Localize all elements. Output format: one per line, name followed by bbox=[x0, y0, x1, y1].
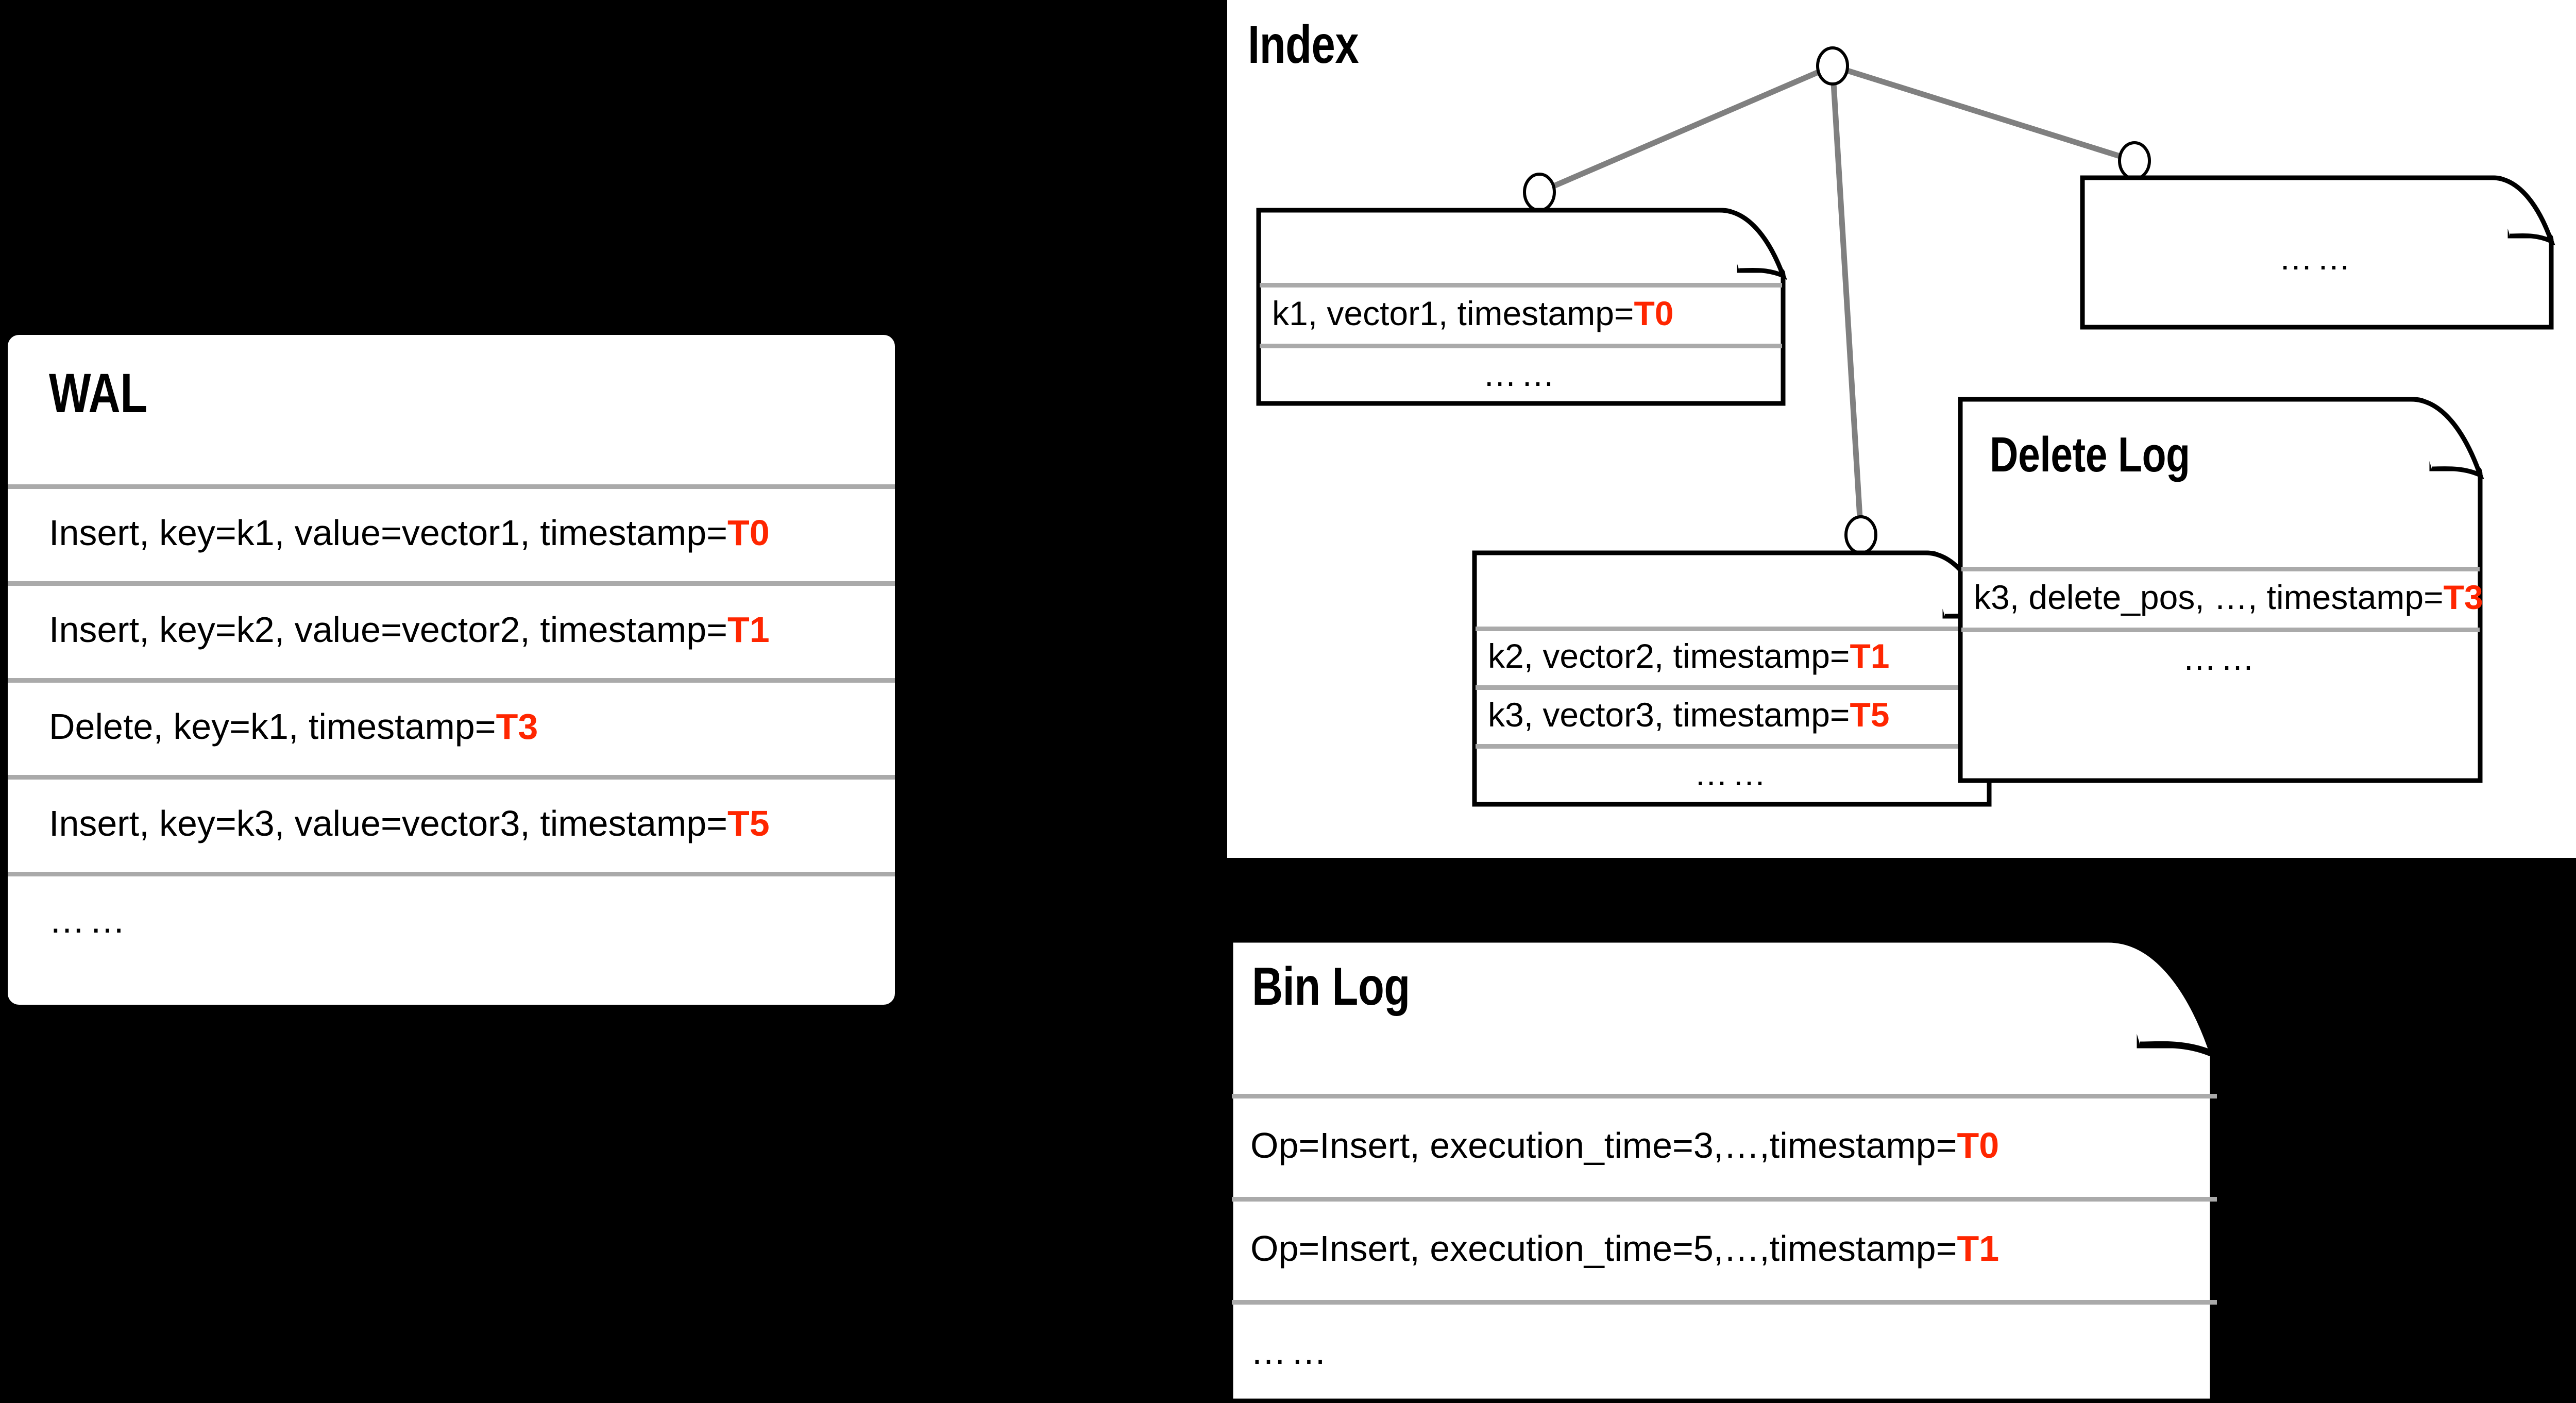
delete-log-row-ellipsis: …… bbox=[1961, 628, 2480, 688]
row-divider bbox=[1961, 628, 2480, 632]
wal-row[interactable]: Insert, key=k3, value=vector3, timestamp… bbox=[8, 775, 895, 872]
delete-log-title: Delete Log bbox=[1990, 427, 2190, 482]
wal-row-timestamp: T5 bbox=[727, 803, 770, 843]
wal-panel: WAL Insert, key=k1, value=vector1, times… bbox=[8, 335, 895, 1005]
row-divider bbox=[8, 678, 895, 683]
tree-node-root bbox=[1816, 46, 1849, 86]
row-divider bbox=[1232, 1300, 2217, 1305]
row-divider bbox=[1232, 1094, 2217, 1098]
segment-row-text: k1, vector1, timestamp= bbox=[1272, 294, 1634, 332]
dog-ear-fold-icon bbox=[2492, 175, 2555, 246]
dog-ear-fold-icon bbox=[1719, 208, 1787, 280]
document-shape bbox=[2080, 175, 2555, 330]
segment-row[interactable]: k1, vector1, timestamp=T0 bbox=[1260, 283, 1782, 344]
wal-row-text: Delete, key=k1, timestamp= bbox=[49, 706, 496, 747]
segment-row-timestamp: T5 bbox=[1850, 696, 1890, 734]
row-divider bbox=[8, 775, 895, 780]
bin-log-card[interactable]: Bin Log Op=Insert, execution_time=3,…,ti… bbox=[1226, 936, 2222, 1403]
delete-log-card[interactable]: Delete Log k3, delete_pos, …, timestamp=… bbox=[1958, 397, 2484, 783]
wal-row-text: Insert, key=k1, value=vector1, timestamp… bbox=[49, 513, 728, 553]
index-segment-k2-k3[interactable]: k2, vector2, timestamp=T1 k3, vector3, t… bbox=[1472, 550, 1993, 807]
wal-row-ellipsis: …… bbox=[8, 872, 895, 969]
row-divider bbox=[1476, 627, 1989, 631]
bin-log-row-text: Op=Insert, execution_time=5,…,timestamp= bbox=[1250, 1228, 1957, 1269]
segment-row-ellipsis: …… bbox=[1260, 344, 1782, 404]
bin-log-row-list: Op=Insert, execution_time=3,…,timestamp=… bbox=[1232, 1094, 2217, 1403]
segment-row-text: k2, vector2, timestamp= bbox=[1488, 637, 1850, 675]
wal-row[interactable]: Insert, key=k2, value=vector2, timestamp… bbox=[8, 581, 895, 678]
row-divider bbox=[1476, 744, 1989, 749]
bin-log-row-text: Op=Insert, execution_time=3,…,timestamp= bbox=[1250, 1125, 1957, 1165]
wal-row-list: Insert, key=k1, value=vector1, timestamp… bbox=[8, 484, 895, 969]
segment-row-timestamp: T0 bbox=[1634, 294, 1674, 332]
delete-log-row-list: k3, delete_pos, …, timestamp=T3 …… bbox=[1961, 567, 2483, 688]
bin-log-row[interactable]: Op=Insert, execution_time=5,…,timestamp=… bbox=[1232, 1197, 2217, 1300]
document-shape bbox=[1958, 397, 2484, 783]
row-divider bbox=[8, 484, 895, 489]
index-panel: Index k1, vector1, timestamp=T0 bbox=[1227, 0, 2576, 858]
delete-log-row-text: k3, delete_pos, …, timestamp= bbox=[1974, 578, 2444, 616]
delete-log-row[interactable]: k3, delete_pos, …, timestamp=T3 bbox=[1961, 567, 2483, 628]
bin-log-title: Bin Log bbox=[1252, 957, 1410, 1017]
segment-row-ellipsis: …… bbox=[1476, 744, 1989, 803]
tree-edge-root-bottom bbox=[1829, 65, 1864, 535]
document-shape bbox=[1226, 936, 2219, 1403]
index-segment-right[interactable]: …… bbox=[2080, 175, 2555, 330]
bin-log-row[interactable]: Op=Insert, execution_time=3,…,timestamp=… bbox=[1232, 1094, 2217, 1197]
row-divider bbox=[8, 872, 895, 876]
row-divider bbox=[8, 581, 895, 586]
delete-log-row-text: …… bbox=[2182, 639, 2259, 677]
row-divider bbox=[1232, 1197, 2217, 1202]
row-divider bbox=[1961, 567, 2480, 571]
tree-node-right-child bbox=[2118, 141, 2151, 180]
index-title: Index bbox=[1248, 15, 1359, 75]
segment-row-text: …… bbox=[2279, 239, 2355, 277]
segment-row-ellipsis: …… bbox=[2083, 229, 2550, 286]
wal-title: WAL bbox=[49, 362, 147, 424]
segment-row-timestamp: T1 bbox=[1850, 637, 1890, 675]
row-divider bbox=[1260, 283, 1782, 288]
bin-log-row-timestamp: T0 bbox=[1957, 1125, 1999, 1165]
segment-row-text: …… bbox=[1483, 355, 1559, 393]
segment-row[interactable]: k2, vector2, timestamp=T1 bbox=[1476, 627, 1989, 685]
segment-row-text: k3, vector3, timestamp= bbox=[1488, 696, 1850, 734]
segment-row-text: …… bbox=[1694, 754, 1770, 792]
document-shape bbox=[1256, 208, 1787, 406]
wal-row[interactable]: Insert, key=k1, value=vector1, timestamp… bbox=[8, 484, 895, 581]
wal-row-timestamp: T0 bbox=[727, 513, 770, 553]
wal-row-timestamp: T3 bbox=[496, 706, 538, 747]
wal-row[interactable]: Delete, key=k1, timestamp=T3 bbox=[8, 678, 895, 775]
bin-log-row-ellipsis: …… bbox=[1232, 1300, 2217, 1403]
wal-row-text: Insert, key=k3, value=vector3, timestamp… bbox=[49, 803, 728, 843]
dog-ear-fold-icon bbox=[2108, 936, 2219, 1060]
segment-row-list: k2, vector2, timestamp=T1 k3, vector3, t… bbox=[1476, 627, 1989, 803]
delete-log-row-timestamp: T3 bbox=[2443, 578, 2483, 616]
tree-node-left-child bbox=[1523, 173, 1556, 212]
wal-row-text: Insert, key=k2, value=vector2, timestamp… bbox=[49, 610, 728, 650]
index-segment-k1[interactable]: k1, vector1, timestamp=T0 …… bbox=[1256, 208, 1787, 406]
row-divider bbox=[1260, 344, 1782, 348]
tree-edge-root-left bbox=[1538, 63, 1834, 195]
segment-row-list: k1, vector1, timestamp=T0 …… bbox=[1260, 283, 1782, 404]
tree-node-bottom-child bbox=[1844, 515, 1877, 554]
wal-row-text: …… bbox=[49, 900, 130, 940]
segment-row[interactable]: k3, vector3, timestamp=T5 bbox=[1476, 685, 1989, 744]
dog-ear-fold-icon bbox=[2411, 397, 2484, 480]
tree-edge-root-right bbox=[1832, 63, 2136, 164]
bin-log-row-timestamp: T1 bbox=[1957, 1228, 1999, 1269]
row-divider bbox=[1476, 685, 1989, 690]
wal-row-timestamp: T1 bbox=[727, 610, 770, 650]
bin-log-row-text: …… bbox=[1250, 1331, 1331, 1372]
